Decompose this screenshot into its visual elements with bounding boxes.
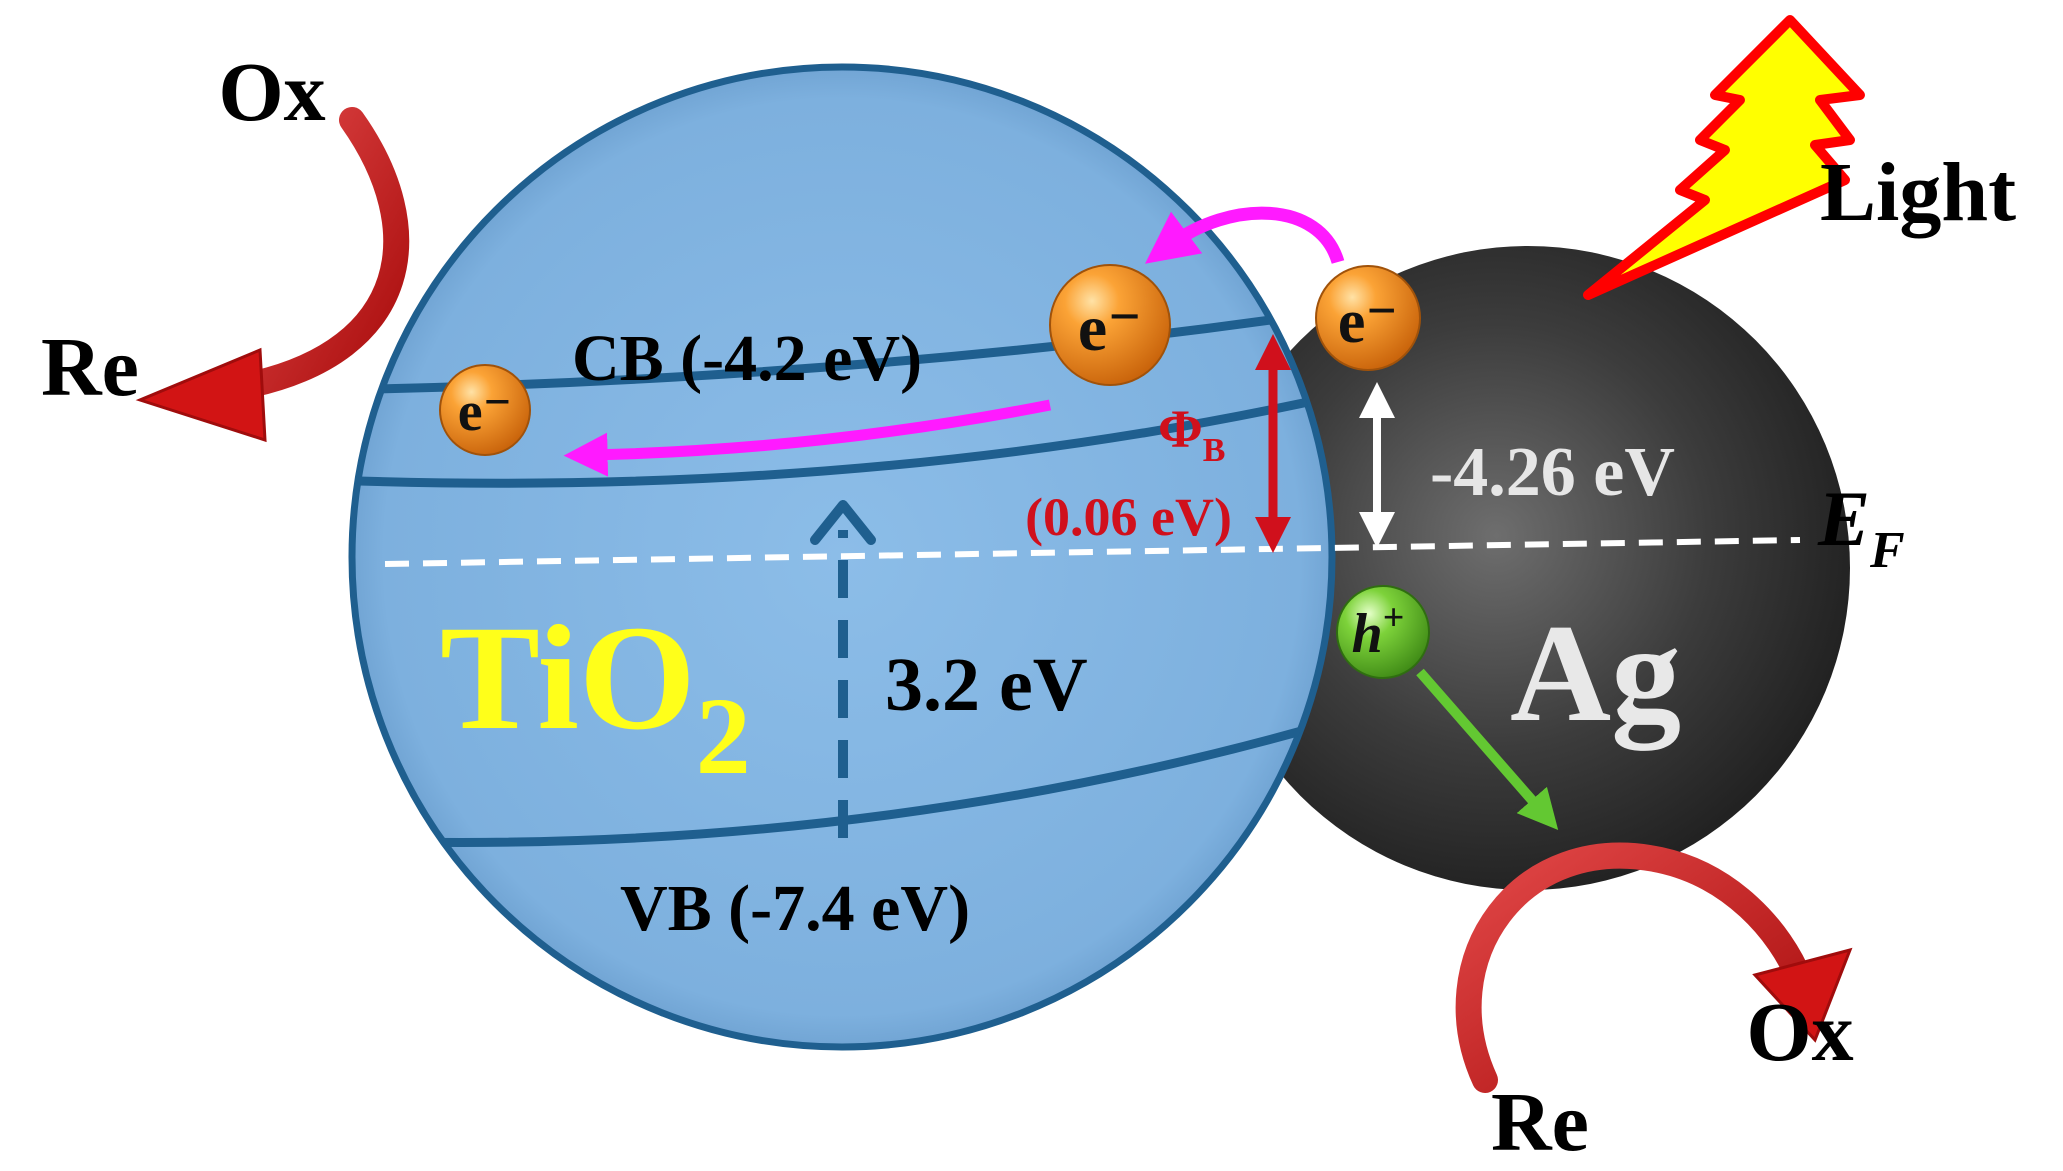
hole-label: h+: [1352, 597, 1405, 665]
vb-label: VB (-7.4 eV): [620, 872, 970, 945]
ag-label: Ag: [1510, 596, 1681, 751]
hole-migration-arrow: [1416, 668, 1559, 831]
tio2-label: TiO2: [440, 595, 751, 797]
electron-transfer-arc: [1145, 206, 1345, 265]
left-re-label: Re: [41, 321, 139, 414]
left-ox-label: Ox: [218, 46, 325, 139]
electron-label: e⁻: [1338, 288, 1398, 356]
electron-label: e⁻: [458, 381, 512, 443]
electron-ag: e⁻: [1315, 265, 1421, 371]
electron-tio2-interface: e⁻: [1049, 264, 1171, 386]
light-label: Light: [1820, 146, 2016, 239]
left-redox-arrow-head: [135, 347, 267, 443]
cb-label: CB (-4.2 eV): [572, 322, 922, 395]
bandgap-label: 3.2 eV: [885, 643, 1088, 727]
barrier-value-label: (0.06 eV): [1025, 487, 1232, 547]
ag-level-label: -4.26 eV: [1430, 434, 1675, 511]
right-redox-arrow-head: [1752, 947, 1853, 1043]
hole-ag: h+: [1336, 585, 1430, 679]
right-re-label: Re: [1491, 1076, 1589, 1169]
fermi-level-label: EF: [1817, 475, 1905, 579]
electron-cb-left: e⁻: [439, 364, 531, 456]
right-redox-arrow: [1455, 842, 1813, 1093]
right-ox-label: Ox: [1746, 986, 1853, 1079]
left-redox-arrow: [237, 107, 410, 398]
lightning-bolt-icon: [1583, 15, 1865, 300]
electron-label: e⁻: [1078, 292, 1142, 365]
cb-electron-migration-arrow: [563, 399, 1052, 477]
fermi-level-line: [384, 537, 1801, 567]
barrier-symbol-label: ΦB: [1158, 399, 1225, 469]
cb-edge-line: [352, 390, 1332, 488]
bandgap-arrow-head: [810, 500, 876, 545]
